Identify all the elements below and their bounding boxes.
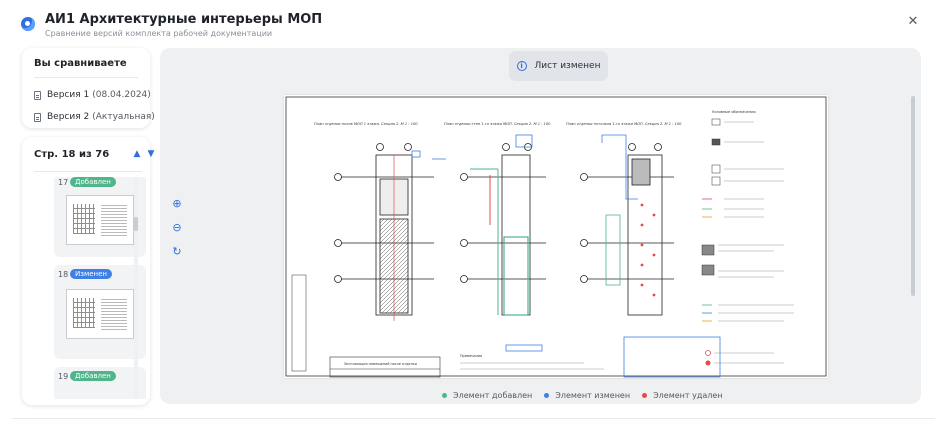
page-counter: Стр. 18 из 76 — [34, 149, 110, 160]
version-label: Версия 1 — [47, 90, 90, 100]
page-thumbnail-19[interactable]: 19 Добавлен — [54, 367, 146, 399]
thumbnail-number: 17 — [58, 178, 69, 187]
page-thumbnails: 17 Добавлен 18 Изменен 19 Добавлен — [54, 177, 148, 399]
thumbnail-number: 19 — [58, 372, 69, 381]
legend-item-removed: Элемент удален — [642, 390, 723, 400]
zoom-out-icon[interactable]: ⊖ — [172, 221, 182, 234]
page-title: АИ1 Архитектурные интерьеры МОП — [45, 12, 323, 27]
pages-card: Стр. 18 из 76 ▲ ▼ 17 Добавлен 18 Изменен… — [22, 137, 154, 405]
status-badge: Добавлен — [70, 177, 116, 187]
version-2-item[interactable]: Версия 2 (Актуальная) — [34, 108, 155, 126]
thumbnails-scrollbar[interactable] — [134, 177, 138, 399]
sheet-changed-label: Лист изменен — [534, 61, 601, 71]
compare-versions-card: Вы сравниваете Версия 1 (08.04.2024) Вер… — [22, 48, 155, 128]
added-dot-icon — [442, 392, 447, 398]
page-subtitle: Сравнение версий комплекта рабочей докум… — [45, 29, 273, 38]
chevron-down-icon[interactable]: ▼ — [147, 149, 155, 159]
status-badge: Изменен — [70, 269, 113, 279]
viewer-scrollbar-handle[interactable] — [911, 96, 915, 296]
legend-label: Элемент изменен — [555, 390, 631, 400]
divider — [34, 77, 138, 78]
page-thumbnail-18[interactable]: 18 Изменен — [54, 265, 146, 359]
document-icon — [34, 90, 41, 100]
changes-legend: Элемент добавлен Элемент изменен Элемент… — [442, 389, 735, 401]
info-icon: i — [516, 61, 527, 71]
zoom-in-icon[interactable]: ⊕ — [172, 197, 182, 210]
sheet-changed-button[interactable]: i Лист изменен — [509, 51, 608, 81]
compare-title: Вы сравниваете — [34, 58, 127, 69]
thumbnails-scrollbar-handle[interactable] — [134, 217, 138, 231]
plan-title-walls: План отделки стен 1-го этажа МОП. Секция… — [444, 122, 551, 126]
thumbnail-number: 18 — [58, 270, 69, 279]
drawing-sheet[interactable]: План отделки полов МОП 1 этажа. Секция 2… — [284, 95, 828, 378]
plan-floors — [334, 143, 434, 316]
chevron-up-icon[interactable]: ▲ — [133, 149, 141, 159]
close-icon[interactable]: ✕ — [907, 14, 919, 29]
page-thumbnail-17[interactable]: 17 Добавлен — [54, 177, 146, 257]
removed-dot-icon — [642, 392, 648, 398]
status-badge: Добавлен — [70, 371, 116, 381]
modal-header: АИ1 Архитектурные интерьеры МОП Сравнени… — [0, 0, 947, 44]
plan-ceilings — [580, 143, 674, 316]
version-detail: (08.04.2024) — [92, 90, 151, 100]
document-viewer: i Лист изменен ⊕ ⊖ ↻ План отделки полов … — [160, 48, 921, 404]
sheet-table-title: Экспликация помещений после отделки — [344, 362, 417, 366]
document-icon — [34, 112, 41, 122]
legend-label: Элемент удален — [653, 390, 723, 400]
legend-item-added: Элемент добавлен — [442, 391, 532, 400]
version-detail: (Актуальная) — [92, 112, 155, 122]
version-1-item[interactable]: Версия 1 (08.04.2024) — [34, 86, 151, 104]
divider — [34, 171, 142, 172]
app-logo-icon — [21, 17, 35, 31]
plan-title-floors: План отделки полов МОП 1 этажа. Секция 2… — [314, 122, 418, 126]
plan-title-ceilings: План отделки потолков 1-го этажа МОП. Се… — [566, 122, 682, 126]
rotate-icon[interactable]: ↻ — [172, 245, 182, 258]
version-label: Версия 2 — [47, 112, 90, 122]
divider — [12, 418, 935, 419]
legend-item-changed: Элемент изменен — [544, 391, 630, 400]
thumbnail-preview — [66, 195, 134, 245]
legend-label: Элемент добавлен — [453, 390, 533, 400]
sheet-legend-title: Условные обозначения — [712, 110, 756, 114]
thumbnail-preview — [66, 289, 134, 339]
sheet-notes-title: Примечания — [460, 354, 482, 358]
changed-dot-icon — [544, 392, 550, 398]
